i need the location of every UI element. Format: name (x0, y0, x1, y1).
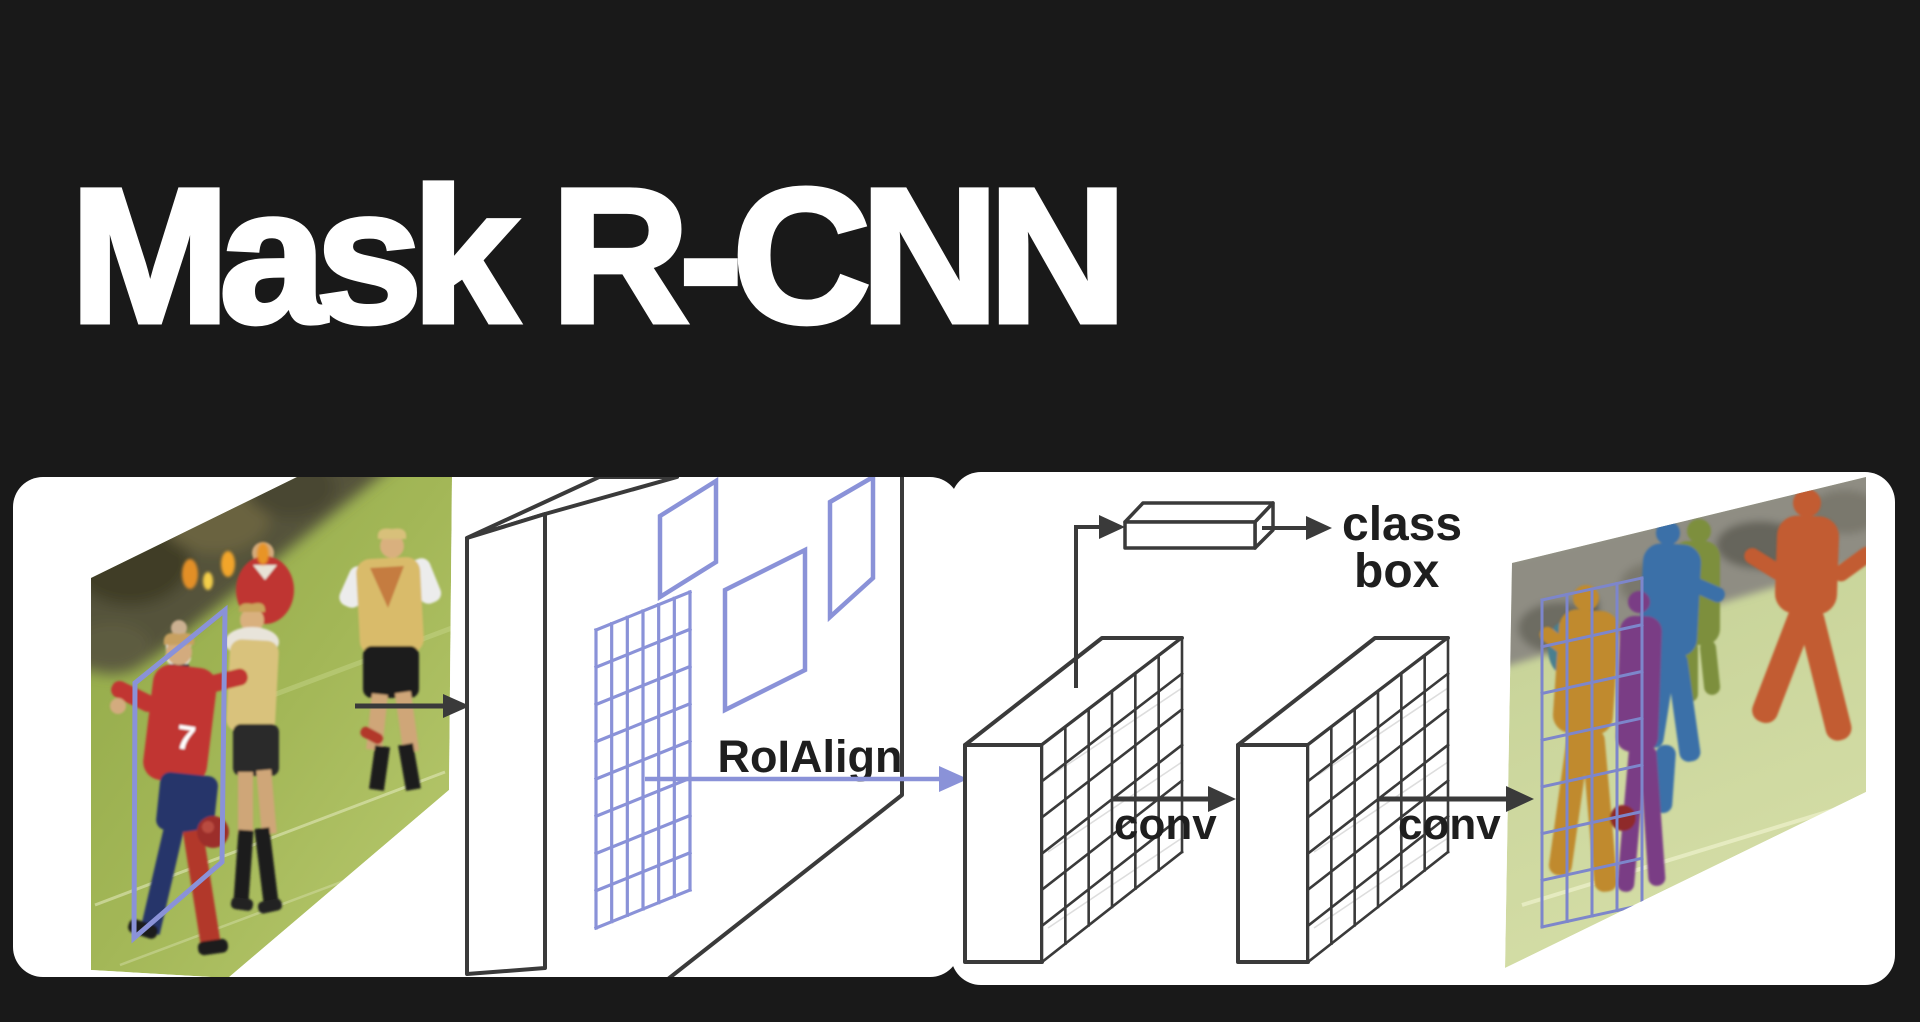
head-cuboid (1123, 501, 1275, 550)
conv-arrow-2 (1378, 786, 1534, 812)
conv-arrow-1 (1112, 786, 1236, 812)
input-arrow (355, 694, 470, 718)
slide-title: Mask R-CNN (68, 148, 1130, 363)
roi-proposal-3 (827, 477, 876, 623)
classbox-stem-arrow (1074, 515, 1125, 688)
field-line (1521, 798, 1866, 907)
box-label: box (1354, 545, 1440, 598)
roialign-label: RoIAlign (718, 731, 903, 782)
class-label: class (1342, 498, 1462, 551)
output-photo (1505, 477, 1866, 968)
conv-label-2: conv (1398, 800, 1501, 849)
player-keeper (225, 603, 283, 914)
conv-label-1: conv (1114, 800, 1217, 849)
roi-proposal-2 (722, 546, 808, 714)
classbox-arrow (1262, 516, 1332, 540)
roi-proposal-1 (657, 477, 719, 602)
player-right (339, 528, 442, 791)
feature-plane (666, 477, 904, 977)
roi-grid-output (1540, 576, 1644, 929)
detection-bbox (131, 604, 228, 944)
mask-person-orange (1744, 489, 1866, 741)
conv-block-2 (1236, 636, 1450, 964)
flame-markers (182, 543, 269, 590)
roialign-arrow (645, 766, 968, 792)
player-red-seven: 7 (110, 633, 248, 956)
roi-grid (593, 589, 693, 931)
backbone-slab (465, 477, 679, 976)
